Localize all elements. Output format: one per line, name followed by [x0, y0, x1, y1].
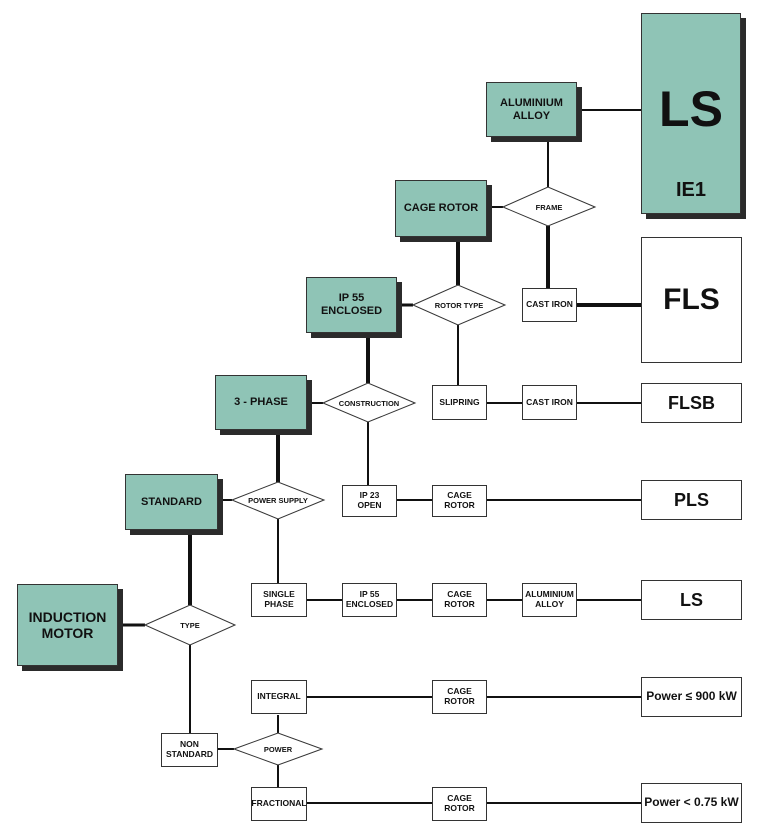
node-induction-motor: INDUCTION MOTOR: [17, 584, 118, 666]
output-ls-ie1-class: IE1: [675, 179, 707, 201]
node-ip23-open: IP 23 OPEN: [342, 485, 397, 517]
decision-power-supply: [230, 481, 326, 520]
node-slipring: SLIPRING: [432, 385, 487, 420]
node-single-phase: SINGLE PHASE: [251, 583, 307, 617]
output-fls: FLS: [641, 237, 742, 363]
node-standard: STANDARD: [125, 474, 218, 530]
output-ls-ie1-name: LS: [659, 81, 723, 137]
decision-type: [143, 604, 237, 646]
node-cast-iron-fls: CAST IRON: [522, 288, 577, 322]
output-ls: LS: [641, 580, 742, 620]
output-power-900kw: Power ≤ 900 kW: [641, 677, 742, 717]
node-integral: INTEGRAL: [251, 680, 307, 714]
node-aluminium-alloy-top: ALUMINIUM ALLOY: [486, 82, 577, 137]
decision-frame: [501, 186, 597, 227]
decision-rotor-type: [411, 284, 507, 326]
node-cage-rotor-pls: CAGE ROTOR: [432, 485, 487, 517]
output-power-075kw: Power < 0.75 kW: [641, 783, 742, 823]
node-cage-rotor-integral: CAGE ROTOR: [432, 680, 487, 714]
decision-power: [232, 732, 324, 766]
node-non-standard: NON STANDARD: [161, 733, 218, 767]
output-flsb: FLSB: [641, 383, 742, 423]
node-cage-rotor-ls: CAGE ROTOR: [432, 583, 487, 617]
node-cast-iron-flsb: CAST IRON: [522, 385, 577, 420]
output-pls: PLS: [641, 480, 742, 520]
node-aluminium-alloy-ls: ALUMINIUM ALLOY: [522, 583, 577, 617]
node-cage-rotor-fractional: CAGE ROTOR: [432, 787, 487, 821]
node-3-phase: 3 - PHASE: [215, 375, 307, 430]
node-ip55-enclosed: IP 55 ENCLOSED: [306, 277, 397, 333]
node-ip55-enclosed-small: IP 55 ENCLOSED: [342, 583, 397, 617]
node-fractional: FRACTIONAL: [251, 787, 307, 821]
node-cage-rotor-top: CAGE ROTOR: [395, 180, 487, 237]
decision-construction: [321, 382, 417, 423]
output-ls-ie1: LS IE1: [641, 13, 741, 214]
